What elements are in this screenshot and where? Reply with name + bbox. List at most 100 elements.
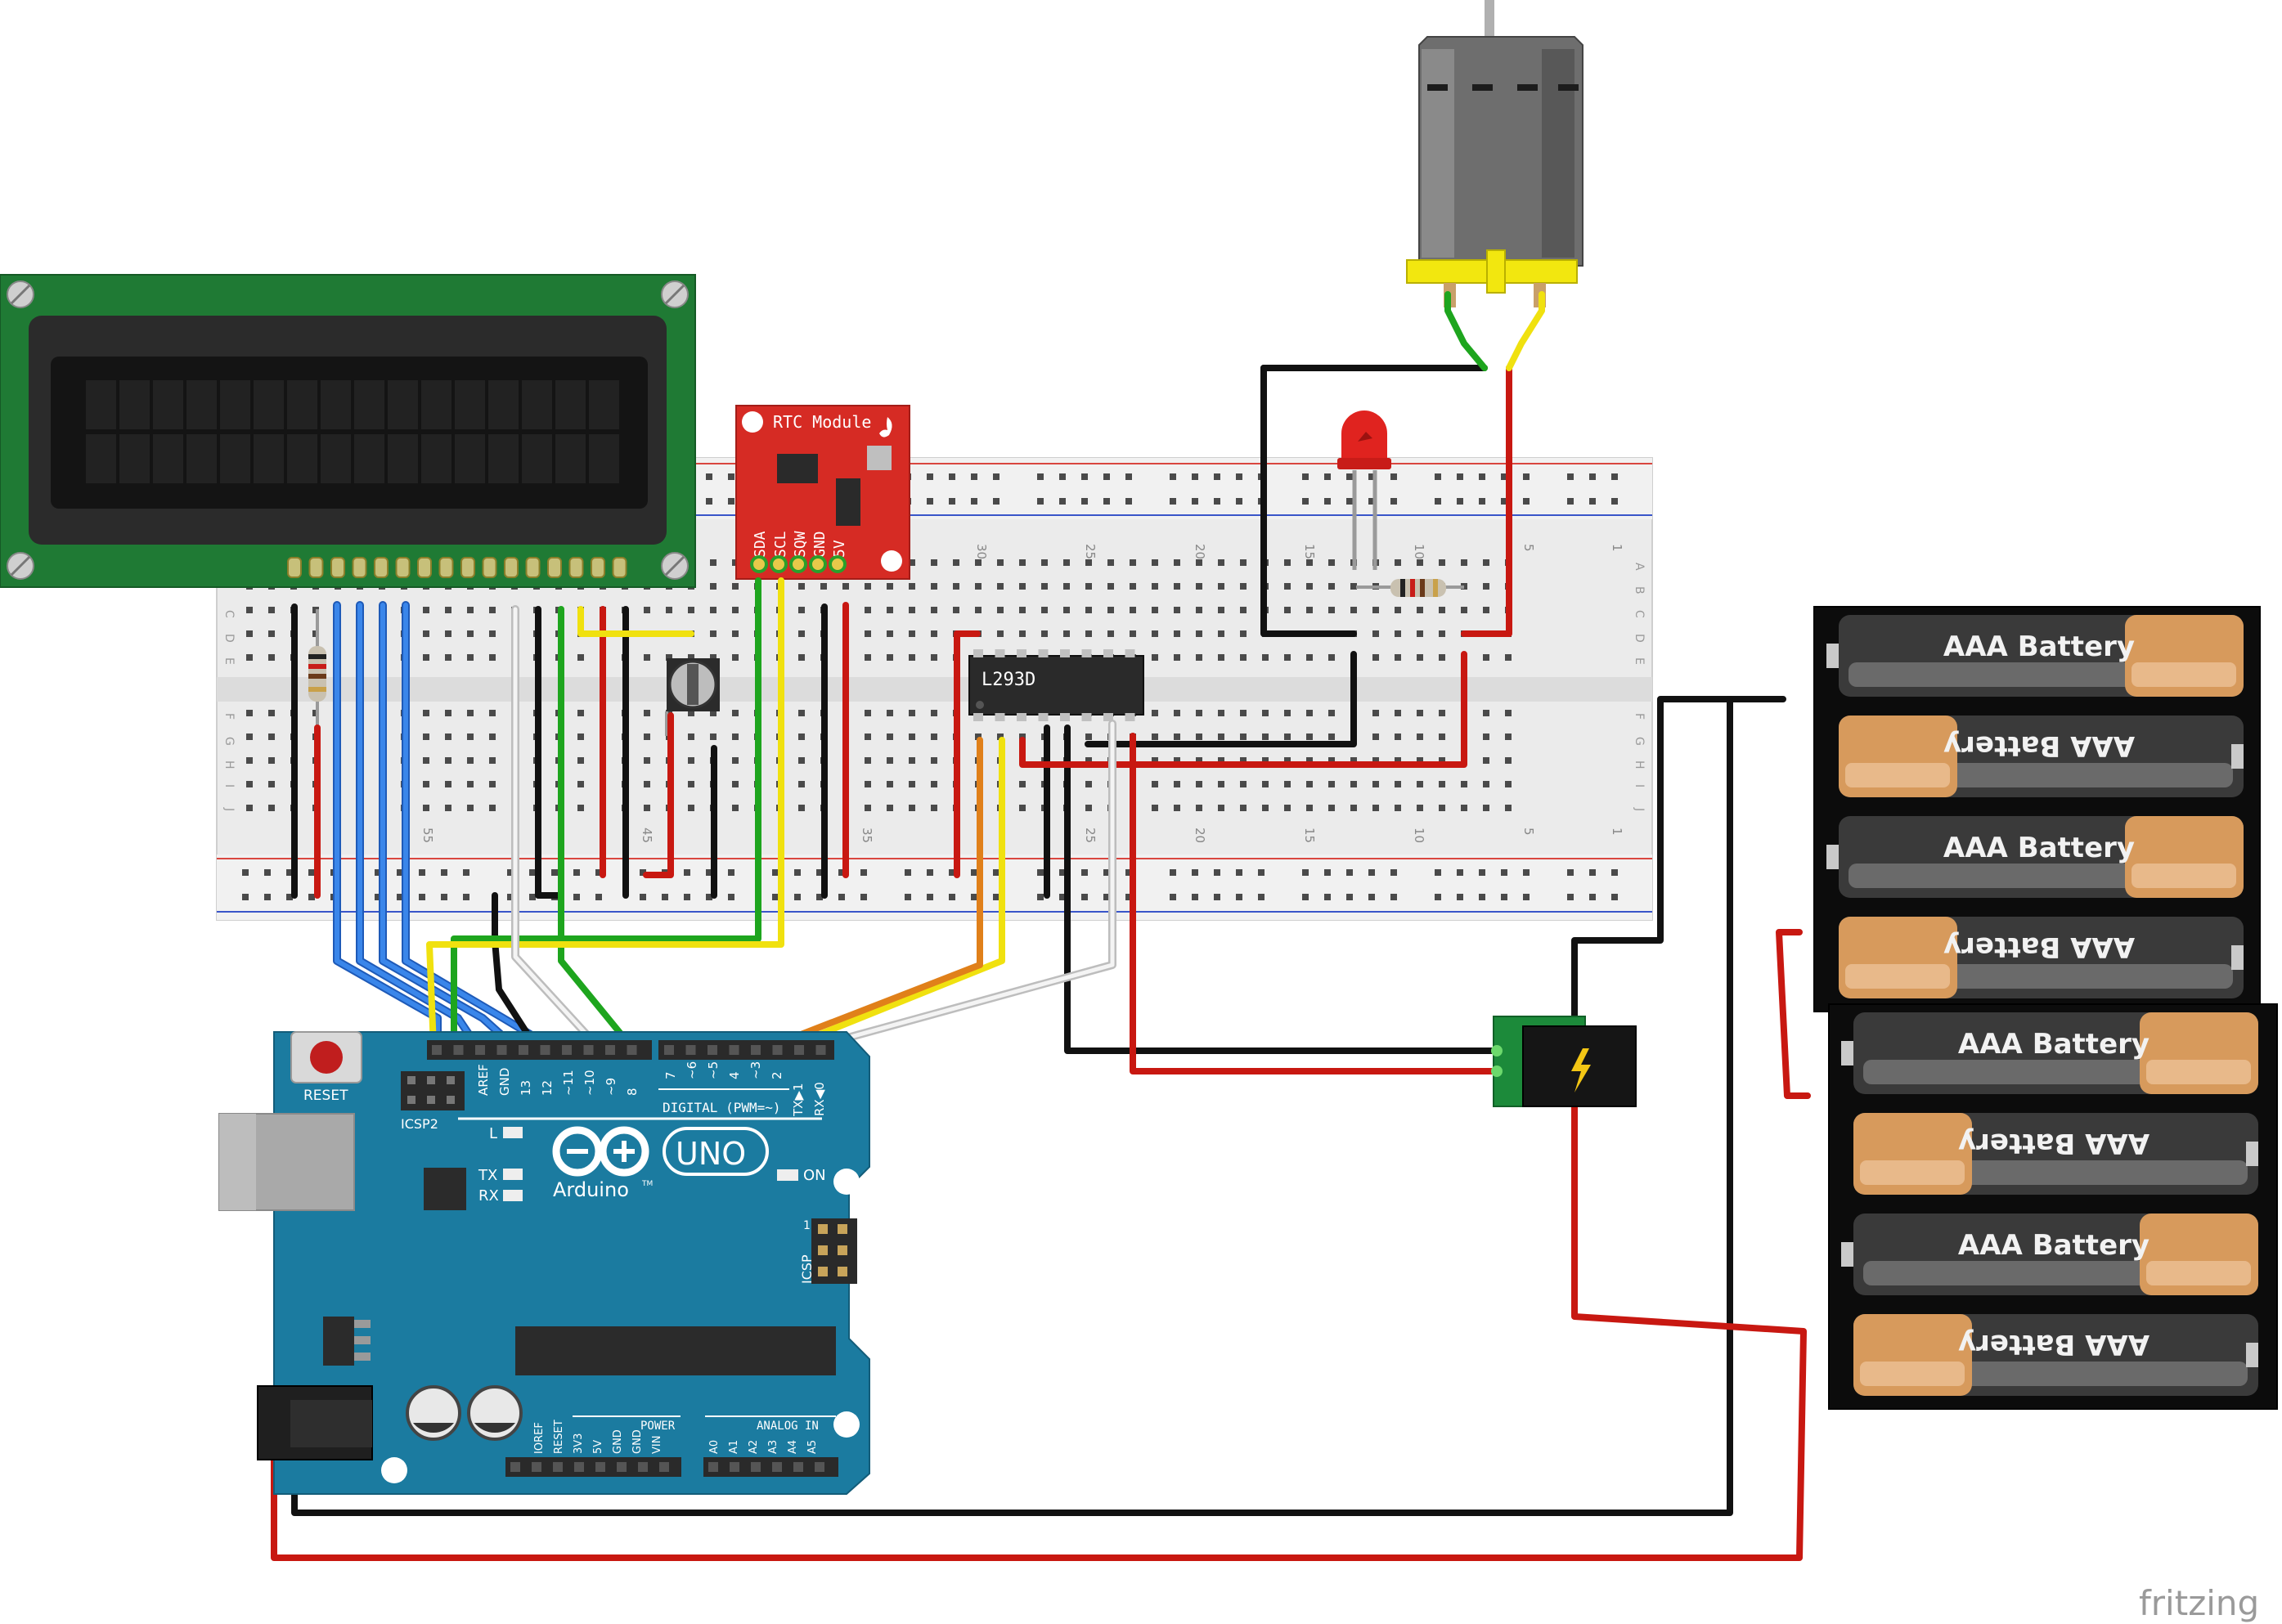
bb-hole bbox=[644, 781, 650, 787]
bb-hole bbox=[732, 757, 739, 764]
bb-hole bbox=[1103, 498, 1110, 505]
bb-hole bbox=[728, 473, 734, 480]
bb-hole bbox=[1439, 805, 1445, 811]
bb-hole bbox=[1567, 894, 1574, 900]
bb-hole bbox=[1611, 869, 1618, 876]
usb-chip bbox=[424, 1168, 466, 1210]
bb-hole bbox=[953, 607, 959, 613]
header-hole bbox=[729, 1045, 739, 1055]
battery-label: AAA Battery bbox=[1958, 1028, 2149, 1061]
bb-hole bbox=[1417, 733, 1423, 740]
lcd-pin bbox=[417, 557, 432, 578]
bb-hole bbox=[1152, 805, 1158, 811]
bb-hole bbox=[1019, 630, 1026, 637]
bb-hole bbox=[953, 559, 959, 566]
header-hole bbox=[815, 1462, 824, 1472]
bb-row-letter: G bbox=[1633, 737, 1646, 746]
bb-hole bbox=[1328, 559, 1335, 566]
bb-hole bbox=[1505, 710, 1512, 716]
voltage-regulator bbox=[323, 1317, 354, 1366]
bb-hole bbox=[1346, 894, 1353, 900]
bb-hole bbox=[975, 733, 982, 740]
ic-pin bbox=[995, 649, 1005, 657]
tm-label: TM bbox=[641, 1180, 653, 1188]
battery-cell: AAA Battery bbox=[1839, 917, 2244, 998]
bb-hole bbox=[1152, 559, 1158, 566]
bb-hole bbox=[1214, 894, 1220, 900]
l-led bbox=[503, 1127, 523, 1138]
bb-hole bbox=[1479, 498, 1485, 505]
bb-hole bbox=[953, 583, 959, 590]
atmega-chip bbox=[515, 1326, 836, 1375]
bb-hole bbox=[577, 654, 584, 661]
bb-hole bbox=[1395, 757, 1401, 764]
bb-hole bbox=[931, 583, 937, 590]
bb-hole bbox=[1324, 869, 1331, 876]
bb-hole bbox=[887, 805, 893, 811]
bb-hole bbox=[842, 583, 849, 590]
bb-hole bbox=[1368, 894, 1375, 900]
bb-hole bbox=[1439, 757, 1445, 764]
bb-hole bbox=[905, 869, 911, 876]
lcd-char-cell bbox=[421, 434, 451, 483]
bb-hole bbox=[1152, 630, 1158, 637]
bb-hole bbox=[1284, 733, 1291, 740]
bb-col-number: 5 bbox=[1521, 544, 1536, 552]
bb-hole bbox=[1103, 473, 1110, 480]
bb-hole bbox=[1240, 607, 1247, 613]
bb-hole bbox=[1037, 473, 1044, 480]
bb-hole bbox=[1019, 583, 1026, 590]
bb-hole bbox=[1372, 710, 1379, 716]
bb-hole bbox=[489, 757, 496, 764]
bb-hole bbox=[887, 757, 893, 764]
bb-hole bbox=[971, 473, 977, 480]
header-hole bbox=[793, 1462, 803, 1472]
bb-hole bbox=[820, 583, 827, 590]
bb-hole bbox=[595, 869, 602, 876]
ic-pin bbox=[1103, 713, 1113, 721]
bb-hole bbox=[1395, 805, 1401, 811]
bb-hole bbox=[1417, 559, 1423, 566]
header-hole bbox=[772, 1045, 783, 1055]
tx-led bbox=[503, 1169, 523, 1180]
bb-col-number: 55 bbox=[420, 828, 435, 843]
bb-hole bbox=[1435, 894, 1441, 900]
bb-hole bbox=[507, 869, 514, 876]
bb-hole bbox=[710, 630, 716, 637]
bb-hole bbox=[1505, 654, 1512, 661]
bb-hole bbox=[1037, 869, 1044, 876]
bb-hole bbox=[1262, 757, 1269, 764]
bb-hole bbox=[710, 654, 716, 661]
bb-hole bbox=[1483, 710, 1489, 716]
pin-label: A0 bbox=[708, 1440, 721, 1454]
bb-hole bbox=[1152, 781, 1158, 787]
bb-hole bbox=[1417, 607, 1423, 613]
bb-hole bbox=[728, 894, 734, 900]
bb-hole bbox=[551, 869, 558, 876]
bb-hole bbox=[1324, 498, 1331, 505]
bb-hole bbox=[1174, 630, 1180, 637]
bb-hole bbox=[688, 733, 694, 740]
bb-hole bbox=[595, 894, 602, 900]
lcd-pin bbox=[438, 557, 454, 578]
bb-hole bbox=[1192, 894, 1198, 900]
bb-hole bbox=[887, 781, 893, 787]
bb-hole bbox=[666, 607, 672, 613]
bb-hole bbox=[1170, 498, 1176, 505]
bb-hole bbox=[1174, 733, 1180, 740]
bb-col-number: 1 bbox=[1610, 544, 1624, 552]
bb-hole bbox=[467, 733, 474, 740]
bb-hole bbox=[1240, 805, 1247, 811]
motor-driver-ic: L293D bbox=[968, 649, 1144, 721]
bb-hole bbox=[1284, 757, 1291, 764]
bb-hole bbox=[909, 654, 915, 661]
bb-hole bbox=[1236, 894, 1242, 900]
bb-hole bbox=[1214, 498, 1220, 505]
bb-hole bbox=[798, 805, 805, 811]
bb-hole bbox=[423, 654, 429, 661]
bb-hole bbox=[1063, 607, 1070, 613]
bb-hole bbox=[1130, 583, 1136, 590]
bb-hole bbox=[865, 805, 871, 811]
bb-hole bbox=[1037, 498, 1044, 505]
bb-hole bbox=[909, 757, 915, 764]
